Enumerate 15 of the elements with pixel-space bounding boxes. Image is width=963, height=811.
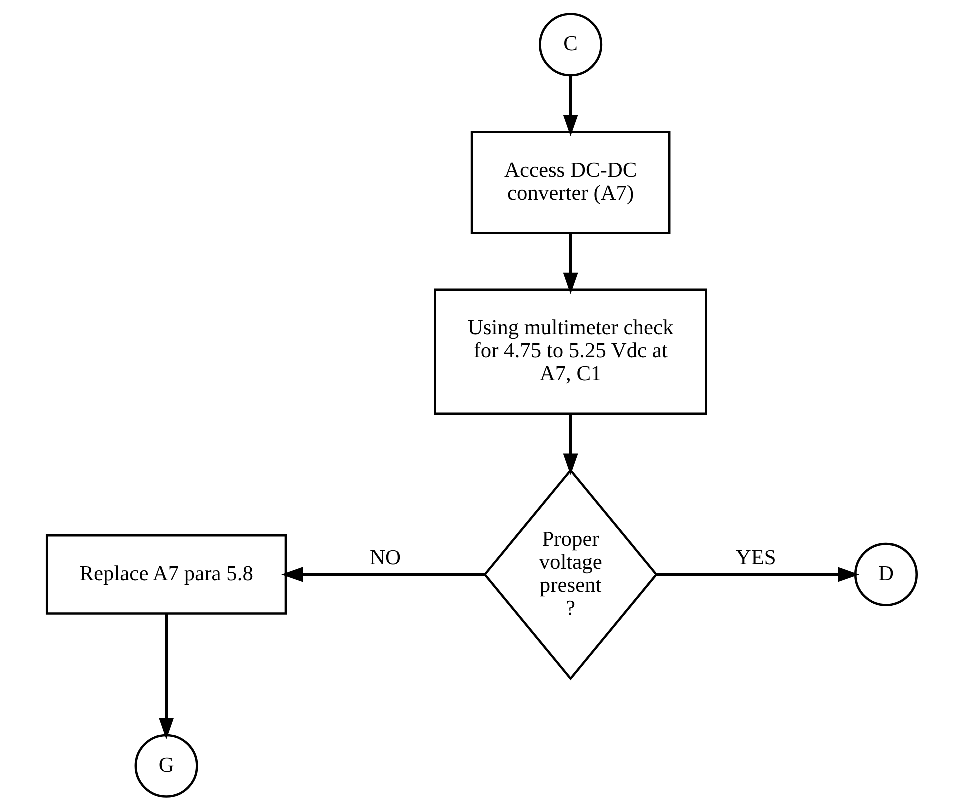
- arrow: [562, 76, 578, 136]
- arrow: [158, 614, 174, 740]
- node-box: Using multimeter check for 4.75 to 5.25 Vdc at A7, C1: [434, 288, 707, 416]
- arrow: [562, 234, 578, 294]
- node-circle: D: [854, 542, 918, 606]
- arrow: [281, 567, 484, 582]
- node-circle: C: [538, 13, 602, 77]
- edge-label: NO: [370, 545, 401, 570]
- edge-label: YES: [735, 545, 776, 570]
- node-box: Access DC-DC converter (A7): [470, 131, 670, 234]
- arrow: [562, 414, 578, 476]
- node-circle: G: [134, 734, 198, 798]
- node-box: Replace A7 para 5.8: [45, 534, 287, 615]
- node-diamond: Proper voltage present ?: [483, 468, 658, 681]
- arrow: [656, 567, 860, 582]
